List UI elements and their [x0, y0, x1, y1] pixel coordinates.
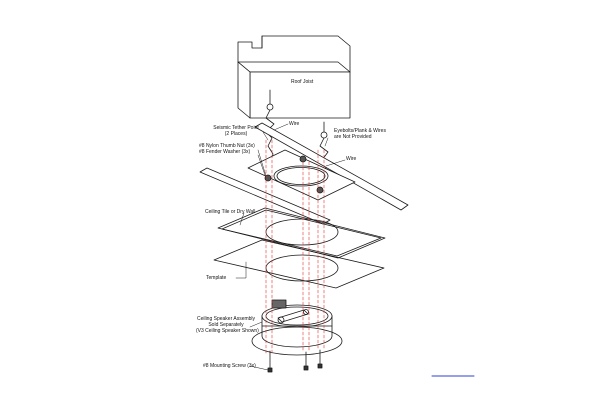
label-eyebolts-line1: Eyebolts/Plank & Wires	[334, 128, 386, 134]
roof-joist	[237, 35, 351, 119]
label-template: Template	[206, 275, 227, 281]
label-roof-joist: Roof Joist	[291, 79, 314, 85]
label-wire-right: Wire	[346, 156, 357, 162]
label-mounting-screw: #8 Mounting Screw (3x)	[203, 363, 256, 369]
label-thumb-nut: #8 Nylon Thumb Nut (3x)	[199, 143, 255, 149]
label-speaker-line3: (V3 Ceiling Speaker Shown)	[196, 328, 259, 334]
label-fender-washer: #8 Fender Washer (3x)	[199, 149, 251, 155]
alignment-guides	[265, 139, 325, 356]
label-eyebolts-line2: are Not Provided	[334, 134, 372, 140]
support-bridge	[199, 122, 409, 225]
label-wire-upper: Wire	[289, 121, 300, 127]
label-seismic-tether: Seismic Tether Point (2 Places)	[208, 125, 264, 137]
label-speaker-line1: Ceiling Speaker Assembly	[196, 316, 256, 322]
thumb-nuts	[264, 155, 324, 194]
label-seismic-tether-line2: (2 Places)	[224, 131, 248, 137]
eyebolt-right	[320, 121, 328, 139]
label-speaker-line2: Sold Separately	[208, 322, 244, 328]
label-seismic-tether-line1: Seismic Tether Point	[213, 125, 259, 131]
callout-leaders	[235, 123, 346, 371]
label-speaker-assembly: Ceiling Speaker Assembly Sold Separately…	[196, 316, 259, 334]
label-eyebolts: Eyebolts/Plank & Wires are Not Provided	[334, 128, 386, 140]
label-ceiling-tile: Ceiling Tile or Dry Wall	[205, 209, 256, 215]
ceiling-speaker-assembly	[251, 299, 343, 356]
